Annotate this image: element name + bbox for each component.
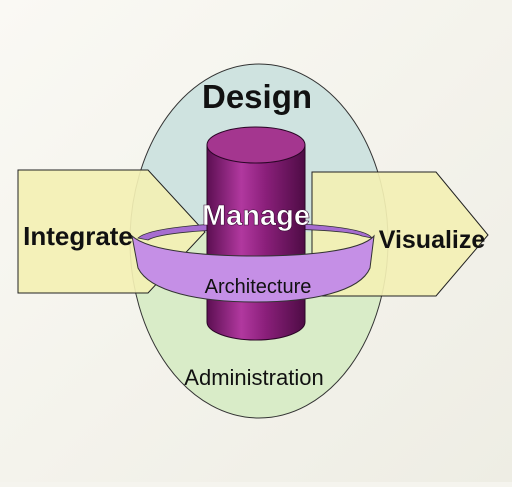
design-label: Design xyxy=(202,78,312,115)
manage-cylinder xyxy=(206,126,306,341)
architecture-label: Architecture xyxy=(205,276,312,298)
administration-label: Administration xyxy=(184,365,323,390)
visualize-label: Visualize xyxy=(379,226,486,254)
manage-label: Manage xyxy=(202,200,310,232)
architecture-ring-back xyxy=(137,222,373,241)
architecture-ring xyxy=(131,234,375,303)
integrate-label: Integrate xyxy=(23,221,133,251)
